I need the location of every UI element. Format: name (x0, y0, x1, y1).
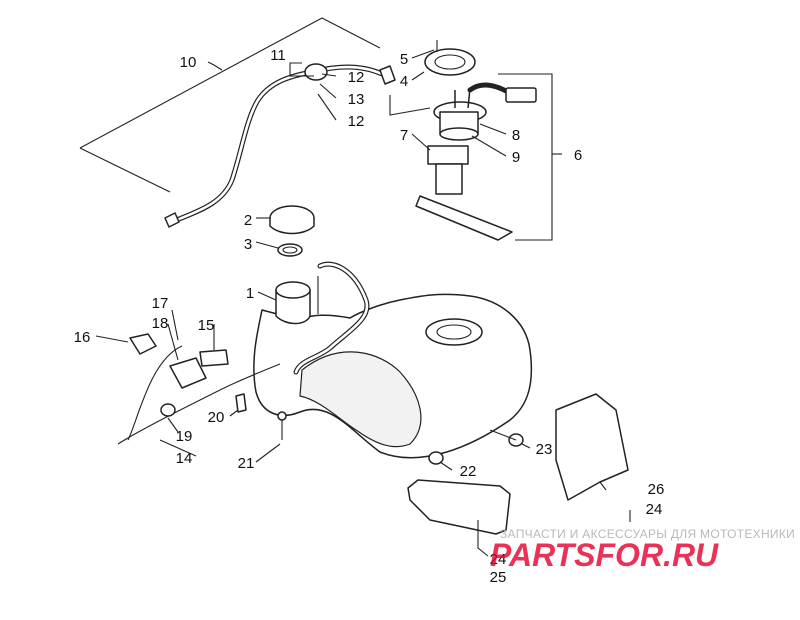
fuel-cap (269, 205, 315, 257)
pump-bracket (427, 145, 469, 165)
hose-end-fitting-lower (164, 212, 180, 228)
fuel-line-assembly (95, 333, 281, 445)
fuel-filter-sock (415, 195, 513, 241)
callout-12-lower: 12 (348, 113, 365, 130)
callout-5: 5 (400, 51, 408, 68)
callout-18: 18 (152, 315, 169, 332)
line-bracket (169, 357, 207, 389)
watermark: ЗАПЧАСТИ И АКСЕССУАРЫ ДЛЯ МОТОТЕХНИКИ PA… (490, 527, 795, 573)
pump-body (435, 163, 463, 195)
callout-9: 9 (512, 149, 520, 166)
callout-1: 1 (246, 285, 254, 302)
callout-15: 15 (198, 317, 215, 334)
pump-gasket (424, 48, 476, 76)
callout-26: 26 (648, 481, 665, 498)
hose-end-fitting (379, 65, 396, 85)
pump-connector (505, 87, 537, 103)
plug-20 (235, 393, 247, 413)
grommet-22 (428, 451, 444, 465)
callout-7: 7 (400, 127, 408, 144)
heat-shield-26 (555, 393, 629, 501)
leader-lines (159, 49, 631, 557)
mounting-hardware (235, 393, 524, 465)
o-ring (160, 403, 176, 417)
vent-valve (304, 63, 328, 81)
callout-22: 22 (460, 463, 477, 480)
callout-13: 13 (348, 91, 365, 108)
callout-25: 25 (490, 569, 507, 586)
bracket-10 (79, 17, 381, 193)
fuel-clamp (129, 333, 157, 355)
callout-24-right: 24 (646, 501, 663, 518)
fuel-tank (253, 261, 533, 459)
callout-14: 14 (176, 450, 193, 467)
callout-10: 10 (180, 54, 197, 71)
pump-opening (425, 318, 483, 346)
callout-20: 20 (208, 409, 225, 426)
screw-21 (277, 411, 287, 421)
fuel-pump-assembly (389, 40, 562, 241)
callout-16: 16 (74, 329, 91, 346)
callout-23: 23 (536, 441, 553, 458)
callout-21: 21 (238, 455, 255, 472)
callout-19: 19 (176, 428, 193, 445)
filler-neck (275, 289, 311, 325)
callout-2: 2 (244, 212, 252, 229)
callout-17: 17 (152, 295, 169, 312)
callout-6: 6 (574, 147, 582, 164)
callout-8: 8 (512, 127, 520, 144)
callout-24-bottom: 24 (490, 551, 507, 568)
callout-3: 3 (244, 236, 252, 253)
watermark-text: ЗАПЧАСТИ И АКСЕССУАРЫ ДЛЯ МОТОТЕХНИКИ (500, 527, 795, 541)
callout-11: 11 (270, 47, 286, 64)
watermark-logo: PARTSFOR.RU (490, 537, 719, 573)
vent-hose-assembly (164, 63, 396, 228)
cap-gasket (277, 243, 303, 257)
callout-labels: 1 2 3 4 5 6 7 8 9 10 11 12 13 12 14 15 1… (74, 47, 665, 586)
heat-shield-25 (407, 479, 511, 535)
callout-4: 4 (400, 73, 408, 90)
fuel-fitting (199, 349, 229, 367)
callout-12-upper: 12 (348, 69, 365, 86)
